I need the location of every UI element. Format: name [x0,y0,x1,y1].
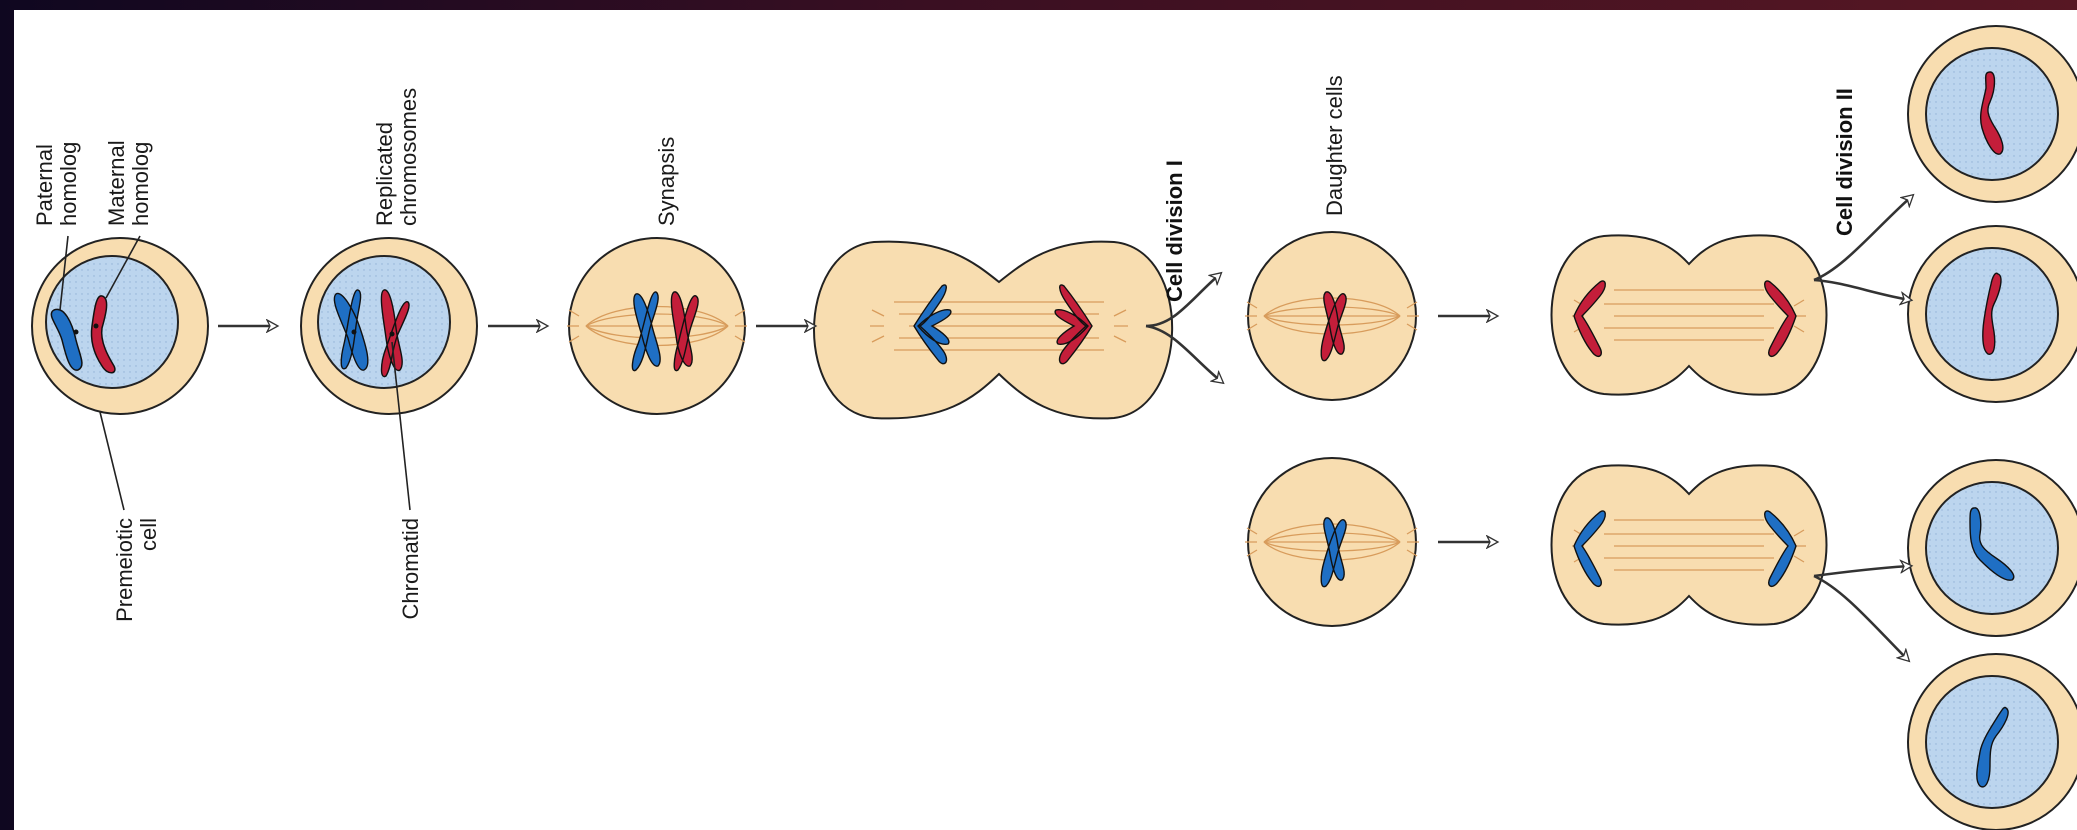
label-premeiotic-line2: cell [136,518,161,551]
paternal-chromosome [50,308,83,371]
label-replicated-line2: chromosomes [396,88,421,226]
arrow-6a [1813,196,1912,282]
arrow-6c [1813,566,1910,578]
label-premeiotic-line1: Premeiotic [112,518,137,622]
replicated-maternal-chromosome [380,289,410,378]
label-daughter-cells: Daughter cells [1322,75,1347,216]
label-chromatid: Chromatid [398,518,423,619]
anaphase-2-upper [1550,234,1828,396]
label-cell-division-2: Cell division II [1832,88,1857,236]
arrow-4-lower [1145,324,1222,382]
replicated-paternal-chromosome [333,289,369,371]
label-synapsis: Synapsis [654,137,679,226]
label-paternal-line1: Paternal [32,144,57,226]
label-cell-division-1: Cell division I [1162,160,1187,302]
anaphase-2-lower [1550,464,1828,626]
daughter-cell-upper [1245,231,1419,401]
arrow-6d [1813,574,1908,660]
meiosis-diagram: Paternal homolog Maternal homolog Premei… [31,25,2077,830]
synapsis-maternal-chromosome [670,291,699,372]
synapsis-cell [567,237,747,415]
anaphase-1-cell [813,240,1174,420]
anaphase-1-maternal [1054,284,1093,365]
gamete-1 [1907,25,2077,203]
label-maternal-line1: Maternal [104,140,129,226]
replicated-cell [300,237,478,415]
label-maternal-line2: homolog [128,142,153,226]
anaphase-1-paternal [913,284,952,365]
label-replicated-line1: Replicated [372,122,397,226]
gamete-4 [1907,653,2077,830]
maternal-chromosome [90,295,116,374]
label-paternal-line2: homolog [56,142,81,226]
arrow-6b [1813,278,1910,300]
premeiotic-cell [31,237,209,415]
gamete-3 [1907,459,2077,637]
gamete-2 [1907,225,2077,403]
arrow-4-upper [1145,274,1220,328]
synapsis-paternal-chromosome [631,291,661,372]
progression-arrows [218,196,1912,660]
diagram-panel: Paternal homolog Maternal homolog Premei… [14,10,2077,830]
daughter-cell-lower [1245,457,1419,627]
